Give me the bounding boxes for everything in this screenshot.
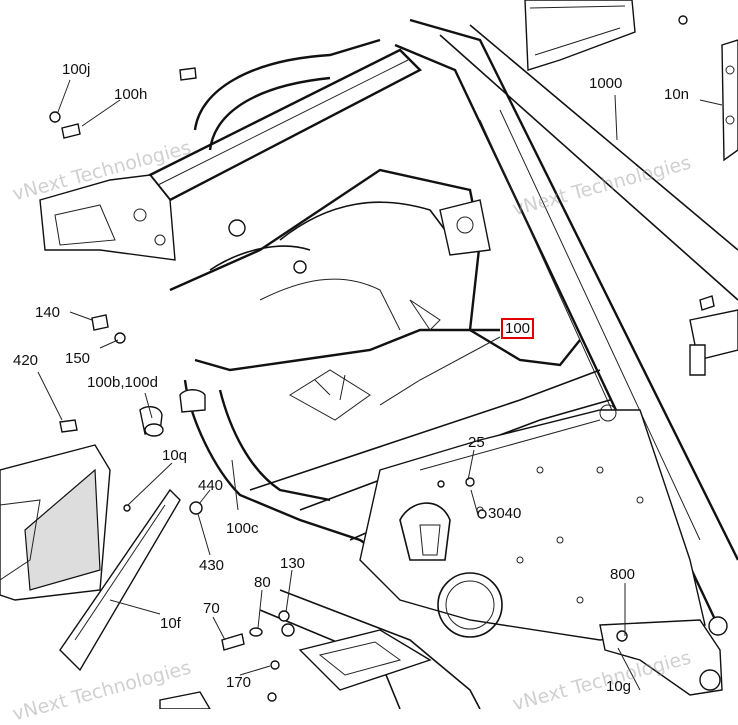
part-label-130: 130 — [280, 555, 306, 572]
part-label-100c: 100c — [226, 520, 259, 537]
frame-drawing — [0, 0, 738, 709]
part-label-430: 430 — [199, 557, 225, 574]
main-tube-right — [409, 18, 738, 561]
part-label-170: 170 — [226, 674, 252, 691]
part-label-140: 140 — [35, 304, 61, 321]
part-label-1000: 1000 — [589, 75, 623, 92]
part-label-25: 25 — [468, 434, 485, 451]
bracket-800 — [599, 619, 723, 696]
part-label-10g: 10g — [606, 678, 632, 695]
part-label-800: 800 — [610, 566, 636, 583]
strap-10f — [59, 488, 181, 672]
part-label-100b-100d: 100b,100d — [87, 374, 158, 391]
part-label-10n: 10n — [664, 86, 690, 103]
upper-panel — [524, 0, 636, 71]
part-label-440: 440 — [198, 477, 224, 494]
lower-right-plate — [359, 409, 706, 641]
part-label-10f: 10f — [160, 615, 181, 632]
part-label-80: 80 — [254, 574, 271, 591]
part-label-150: 150 — [65, 350, 91, 367]
part-label-420: 420 — [13, 352, 39, 369]
part-label-70: 70 — [203, 600, 220, 617]
part-label-100-highlighted[interactable]: 100 — [501, 318, 535, 339]
part-label-3040: 3040 — [488, 505, 522, 522]
bracket-10n — [721, 39, 738, 162]
frame-lower-edge — [183, 379, 391, 561]
part-label-100h: 100h — [114, 86, 148, 103]
part-label-10q: 10q — [162, 447, 188, 464]
part-label-100j: 100j — [62, 61, 91, 78]
left-upper-bracket — [39, 174, 176, 261]
